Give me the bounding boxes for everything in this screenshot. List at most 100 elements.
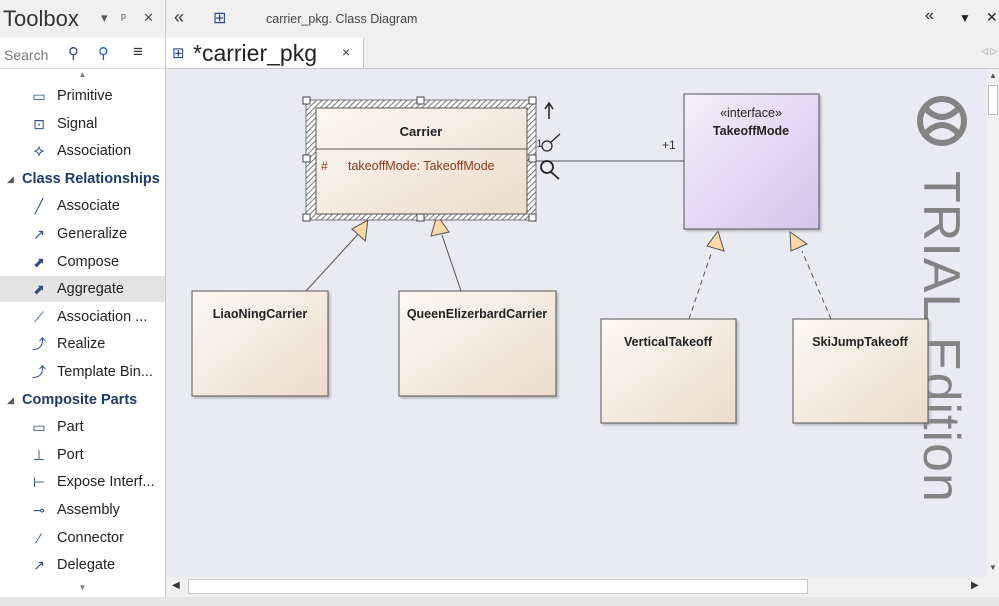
toolbox-item-compose[interactable]: ⬈ Compose <box>0 249 165 275</box>
association-target-multiplicity: +1 <box>662 138 676 152</box>
toolbox-group-composite-parts[interactable]: ◢ Composite Parts <box>0 387 165 413</box>
toolbox-title: Toolbox <box>3 6 79 31</box>
attribute-visibility: # <box>321 159 328 173</box>
toolbox-scroll-down[interactable]: ▼ <box>78 583 87 592</box>
search-icon[interactable]: ⚲ <box>68 45 79 62</box>
toolbox-item-association[interactable]: ⟋Association ... <box>0 304 165 330</box>
toolbox-item-signal[interactable]: ⊡Signal <box>0 111 165 137</box>
interface-takeoffmode[interactable]: «interface» TakeoffMode <box>683 93 820 230</box>
status-bar <box>0 597 999 606</box>
primitive-icon: ▭ <box>32 88 46 104</box>
toolbox-item-delegate[interactable]: ↗ Delegate <box>0 552 165 578</box>
toolbox-item-label: Assembly <box>57 502 120 518</box>
class-name: VerticalTakeoff <box>624 335 713 349</box>
scroll-right-icon[interactable]: ▶ <box>971 580 979 591</box>
close-tab-icon[interactable]: × <box>342 44 351 60</box>
aggregate-icon: ⬈ <box>33 281 45 298</box>
toolbox-item-label: Realize <box>57 336 106 353</box>
close-view-icon[interactable]: ✕ <box>986 9 998 25</box>
collapse-arrow-icon[interactable]: ◢ <box>7 394 14 405</box>
toolbox-search-input[interactable] <box>2 44 66 66</box>
generalize-icon: ↗ <box>33 226 45 242</box>
collapse-arrow-icon[interactable]: ◢ <box>7 173 14 184</box>
close-icon[interactable]: ✕ <box>143 10 154 25</box>
toolbox-panel: Toolbox ▾ ᵖ ✕ ⚲ ⚲ ≡ ▲ ▭Primitive⊡Signal⯎… <box>0 0 166 606</box>
tab-carrier-pkg[interactable]: ⊞ *carrier_pkg × <box>166 38 364 68</box>
scroll-thumb[interactable] <box>188 579 808 594</box>
class-liaoningcarrier[interactable]: LiaoNingCarrier <box>191 290 329 397</box>
generalization-queen[interactable] <box>430 213 462 292</box>
realization-vertical[interactable] <box>688 229 725 320</box>
attribute-takeoffmode: takeoffMode: TakeoffMode <box>348 159 495 173</box>
toolbox-group-label: Class Relationships <box>22 170 160 187</box>
toolbox-item-label: Compose <box>57 253 120 270</box>
toolbox-item-label: Port <box>57 446 84 463</box>
horizontal-scrollbar[interactable]: ◀ ▶ <box>166 577 999 596</box>
associate-icon: ╱ <box>34 198 44 215</box>
toolbox-item-generalize[interactable]: ↗ Generalize <box>0 221 165 247</box>
class-diagram-icon: ⊞ <box>213 10 227 27</box>
dropdown-icon[interactable]: ▾ <box>101 10 108 25</box>
toolbox-item-part[interactable]: ▭ Part <box>0 414 165 440</box>
toolbox-item-connector[interactable]: ⁄Connector <box>0 525 165 551</box>
class-diagram-icon: ⊞ <box>172 45 185 62</box>
watermark-logo-icon <box>917 96 967 146</box>
template-binding-icon: ⤴ <box>32 364 46 380</box>
trial-watermark: TRIAL Edition <box>912 96 970 503</box>
collapse-right-icon[interactable]: « <box>925 7 934 24</box>
class-queenelizerbardcarrier[interactable]: QueenElizerbardCarrier <box>398 290 557 397</box>
realize-icon: ⤴ <box>32 336 46 353</box>
toolbox-item-assembly[interactable]: ⊸ Assembly <box>0 497 165 523</box>
toolbox-group-label: Composite Parts <box>22 391 138 408</box>
collapse-left-icon[interactable]: « <box>174 7 185 27</box>
diagram-canvas[interactable]: TRIAL Edition +1 +1 Carrier # takeoffMod… <box>166 69 987 577</box>
class-skijumptakeoff[interactable]: SkiJumpTakeoff <box>792 318 929 424</box>
generalization-liaoning[interactable] <box>305 216 377 292</box>
magnifier-icon[interactable] <box>540 160 560 180</box>
pin-icon[interactable]: ᵖ <box>121 10 126 25</box>
toolbox-item-expose-interf[interactable]: ⊢Expose Interf... <box>0 469 165 495</box>
tab-scroll-icon[interactable]: ◁ ▷ <box>981 46 998 56</box>
toolbox-item-primitive[interactable]: ▭Primitive <box>0 83 165 109</box>
toolbox-item-label: Delegate <box>57 557 116 574</box>
vertical-scrollbar[interactable]: ▲ ▼ <box>987 69 999 577</box>
class-name: Carrier <box>400 124 443 139</box>
class-verticaltakeoff[interactable]: VerticalTakeoff <box>600 318 737 424</box>
selection-handles[interactable] <box>302 96 537 222</box>
toolbox-item-label: Signal <box>57 115 98 132</box>
delegate-icon: ↗ <box>33 557 45 574</box>
scroll-down-icon[interactable]: ▼ <box>989 563 997 572</box>
options-dropdown-icon[interactable]: ▼ <box>959 11 971 25</box>
toolbox-item-associate[interactable]: ╱ Associate <box>0 193 165 219</box>
toolbox-scroll-up[interactable]: ▲ <box>78 70 87 79</box>
assembly-icon: ⊸ <box>33 502 45 518</box>
toolbox-item-label: Part <box>57 419 84 436</box>
compose-icon: ⬈ <box>33 253 45 270</box>
toolbox-item-label: Associate <box>57 198 120 215</box>
toolbox-item-realize[interactable]: ⤴ Realize <box>0 331 165 357</box>
toolbox-item-association[interactable]: ⯎Association <box>0 138 165 164</box>
scroll-left-icon[interactable]: ◀ <box>172 580 180 591</box>
toolbox-item-label: Generalize <box>57 226 128 242</box>
toolbox-header: Toolbox ▾ ᵖ ✕ <box>0 0 165 38</box>
class-carrier[interactable]: Carrier # takeoffMode: TakeoffMode <box>302 96 537 222</box>
part-icon: ▭ <box>32 419 46 436</box>
find-icon[interactable]: ⚲ <box>98 45 109 62</box>
tab-strip: ⊞ *carrier_pkg × ◁ ▷ <box>166 38 999 69</box>
association-class-icon: ⟋ <box>34 308 44 325</box>
class-diagram: TRIAL Edition +1 +1 Carrier # takeoffMod… <box>191 93 970 503</box>
port-icon: ⊥ <box>32 446 46 463</box>
quick-link-up-icon[interactable] <box>544 101 554 119</box>
scroll-thumb[interactable] <box>988 85 998 115</box>
diagram-toolbar: « ⊞ carrier_pkg. Class Diagram « ▼ ✕ <box>166 0 999 38</box>
realization-skijump[interactable] <box>789 230 832 320</box>
menu-icon[interactable]: ≡ <box>133 42 143 61</box>
toolbox-item-port[interactable]: ⊥ Port <box>0 442 165 468</box>
toolbox-item-aggregate[interactable]: ⬈Aggregate <box>0 276 165 303</box>
toolbox-item-label: Template Bin... <box>57 364 153 380</box>
quick-link-connect-icon[interactable] <box>541 133 561 152</box>
toolbox-group-class-relationships[interactable]: ◢ Class Relationships <box>0 166 165 192</box>
toolbox-item-template-bin[interactable]: ⤴ Template Bin... <box>0 359 165 385</box>
scroll-up-icon[interactable]: ▲ <box>989 71 997 80</box>
toolbox-item-label: Connector <box>57 529 124 546</box>
